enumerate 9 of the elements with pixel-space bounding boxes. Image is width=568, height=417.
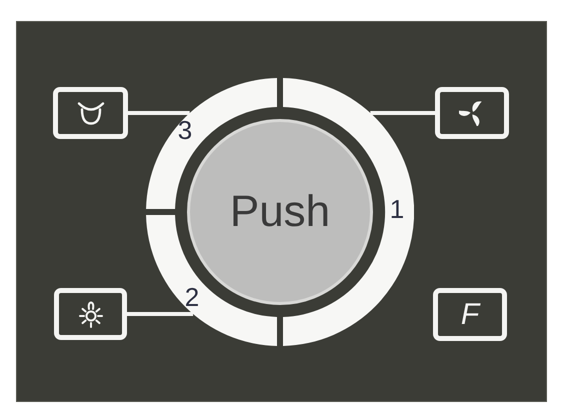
symbol-frame <box>435 87 509 139</box>
leader-line <box>370 111 435 115</box>
key-letter: F <box>460 300 480 330</box>
leader-line <box>128 111 190 115</box>
key-frame <box>433 288 507 341</box>
symbol-frame <box>54 288 127 340</box>
segment-number: 1 <box>390 196 404 222</box>
leader-line <box>127 312 194 316</box>
symbol-frame <box>53 87 128 139</box>
